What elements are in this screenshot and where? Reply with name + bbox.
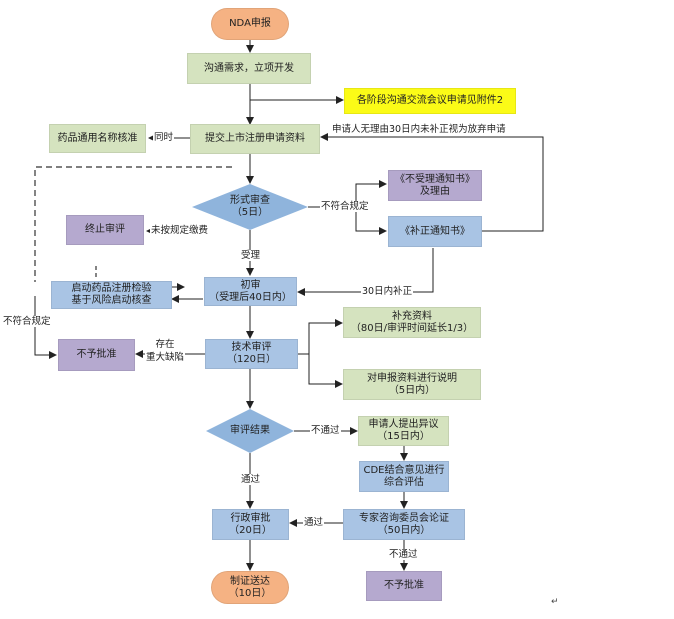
explain-node: 对申报资料进行说明 （5日内） [343,369,481,400]
appendix-note-label: 各阶段沟通交流会议申请见附件2 [356,95,504,106]
label-fail-2: 不通过 [388,549,419,560]
cde-eval-line1: CDE结合意见进行 [363,464,445,476]
label-non-compliant: 不符合规定 [320,201,370,212]
appendix-note-node: 各阶段沟通交流会议申请见附件2 [344,88,516,114]
label-simultaneous: 同时 [153,132,175,143]
submit-docs-label: 提交上市注册申请资料 [205,133,305,144]
expert-node: 专家咨询委员会论证 （50日内） [343,509,465,540]
not-accepted-notice-line1: 《不受理通知书》 [395,173,475,185]
formal-review-line2: （5日） [231,207,269,218]
edge-formal-to-correction [355,207,387,235]
tech-review-line1: 技术审评 [231,342,272,353]
supplement-line2: （80日/审评时间延长1/3） [350,322,474,334]
edge-correction-to-initial [297,248,434,296]
inspection-node: 启动药品注册检验 基于风险启动核查 [51,281,172,309]
label-accepted: 受理 [240,250,262,261]
label-pass-2: 通过 [303,517,325,528]
correction-notice-label: 《补正通知书》 [400,225,470,237]
formal-review-diamond [192,184,308,230]
tech-review-node: 技术审评 （120日） [205,339,298,369]
objection-line2: （15日内） [377,431,430,442]
expert-line2: （50日内） [377,524,431,536]
reject-label-1: 不予批准 [76,349,117,360]
communicate-node: 沟通需求，立项开发 [187,53,311,84]
communicate-label: 沟通需求，立项开发 [204,62,294,74]
admin-approval-line2: （20日） [229,524,272,536]
review-result-diamond [206,409,294,453]
initial-review-node: 初审 （受理后40日内） [204,277,297,306]
label-fee-unpaid: 未按规定缴费 [150,225,210,236]
edge-inspection-to-reject [34,296,57,359]
label-major-defect-line1: 存在 [155,339,175,350]
inspection-line1: 启动药品注册检验 [71,283,152,294]
explain-line1: 对申报资料进行说明 [367,372,457,384]
reject-label-2: 不予批准 [384,580,424,591]
label-correct-30: 30日内补正 [361,286,414,297]
terminate-node: 终止审评 [66,215,144,245]
edge-tech-to-explain [308,354,343,388]
tech-review-line2: （120日） [226,354,277,365]
admin-approval-node: 行政审批 （20日） [212,509,289,540]
objection-node: 申请人提出异议 （15日内） [358,416,449,446]
label-major-defect: 存在 重大缺陷 [145,338,186,364]
correction-notice-node: 《补正通知书》 [388,216,482,247]
expert-line1: 专家咨询委员会论证 [359,512,449,524]
certificate-node: 制证送达 （10日） [211,571,289,604]
nda-submit-label: NDA申报 [229,18,271,29]
initial-review-line1: 初审 [240,279,261,291]
reject-node-1: 不予批准 [58,339,135,371]
label-pass: 通过 [240,474,262,485]
nda-submit-node: NDA申报 [211,8,289,40]
edge-correction-abandon-loop [320,133,544,232]
terminate-label: 终止审评 [85,224,125,235]
review-result-label: 审评结果 [230,425,270,436]
dashed-edge-formal-to-inspection [34,166,232,282]
supplement-node: 补充资料 （80日/审评时间延长1/3） [343,307,481,338]
name-review-node: 药品通用名称核准 [49,124,146,153]
submit-docs-node: 提交上市注册申请资料 [190,124,320,154]
cde-eval-line2: 综合评估 [384,476,424,488]
not-accepted-notice-node: 《不受理通知书》 及理由 [388,170,482,201]
name-review-label: 药品通用名称核准 [57,132,138,144]
formal-review-text: 形式审查 （5日） [200,195,300,219]
label-abandon: 申请人无理由30日内未补正视为放弃申请 [331,124,507,135]
label-fail: 不通过 [310,425,341,436]
initial-review-line2: （受理后40日内） [209,291,292,303]
admin-approval-line1: 行政审批 [230,512,271,524]
explain-line2: （5日内） [388,384,436,396]
reject-node-2: 不予批准 [366,571,442,601]
edge-tech-to-supplement [298,319,343,355]
certificate-line1: 制证送达 [230,575,270,587]
not-accepted-notice-line2: 及理由 [420,185,450,197]
label-non-compliant-left: 不符合规定 [2,316,52,327]
certificate-line2: （10日） [228,587,272,599]
label-major-defect-line2: 重大缺陷 [146,352,185,363]
objection-line1: 申请人提出异议 [368,419,439,430]
formal-review-line1: 形式审查 [230,195,270,206]
paragraph-mark-icon: ↵ [551,597,559,607]
inspection-line2: 基于风险启动核查 [71,295,152,306]
supplement-line1: 补充资料 [392,310,432,322]
review-result-text: 审评结果 [210,425,290,437]
cde-eval-node: CDE结合意见进行 综合评估 [359,461,449,492]
